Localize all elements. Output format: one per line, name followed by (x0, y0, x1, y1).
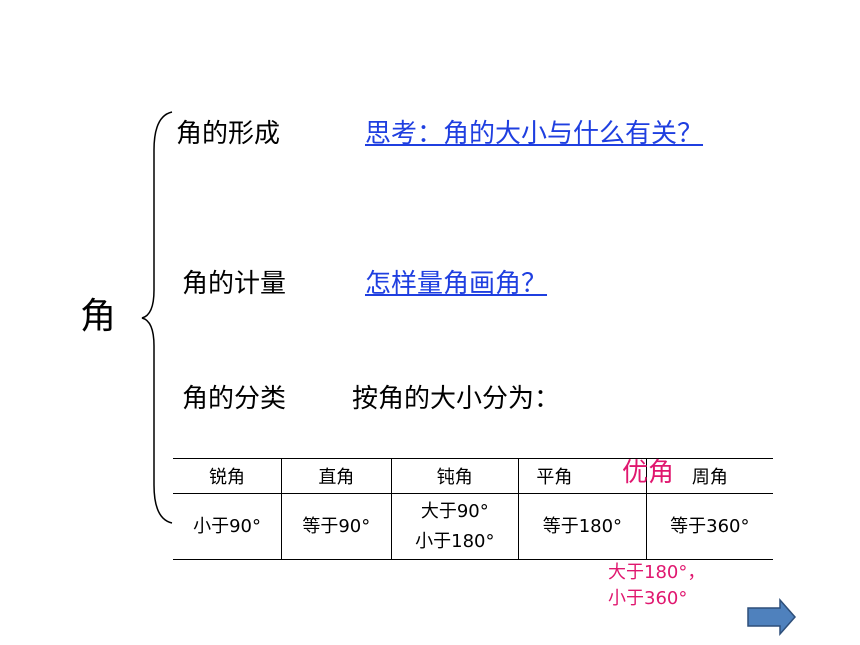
reflex-angle-note: 大于180°， 小于360° (608, 560, 705, 612)
link-angle-size-question[interactable]: 思考：角的大小与什么有关？ (365, 119, 704, 149)
classification-text: 按角的大小分为： (352, 384, 561, 414)
angle-type-table: 锐角 直角 钝角 平角 周角 小于90° 等于90° 大于90° 小于180° … (173, 458, 773, 560)
row-label-formation: 角的形成 (176, 119, 281, 149)
header-obtuse: 钝角 (390, 458, 519, 494)
cell-full: 等于360° (645, 493, 773, 560)
link-measure-draw-angle[interactable]: 怎样量角画角？ (365, 269, 548, 299)
cell-obtuse: 大于90° 小于180° (390, 493, 519, 560)
header-straight: 平角 (518, 458, 647, 494)
cell-right: 等于90° (281, 493, 392, 560)
row-label-measurement: 角的计量 (182, 269, 287, 299)
header-acute: 锐角 (173, 458, 282, 494)
curly-brace (141, 111, 173, 524)
header-straight-label: 平角 (536, 467, 573, 488)
header-right: 直角 (281, 458, 392, 494)
cell-acute: 小于90° (173, 493, 282, 560)
reflex-note-line2: 小于360° (608, 588, 688, 609)
table-row: 小于90° 等于90° 大于90° 小于180° 等于180° 等于360° (173, 493, 773, 560)
reflex-angle-label: 优角 (622, 458, 675, 488)
cell-obtuse-line1: 大于90° (420, 500, 489, 522)
header-full: 周角 (645, 458, 773, 494)
right-arrow-icon[interactable] (747, 598, 797, 636)
reflex-note-line1: 大于180°， (608, 562, 706, 583)
cell-straight: 等于180° (518, 493, 647, 560)
table-header-row: 锐角 直角 钝角 平角 周角 (173, 458, 773, 494)
row-label-classification: 角的分类 (182, 384, 287, 414)
cell-obtuse-line2: 小于180° (415, 530, 495, 552)
main-title-char: 角 (80, 296, 117, 337)
